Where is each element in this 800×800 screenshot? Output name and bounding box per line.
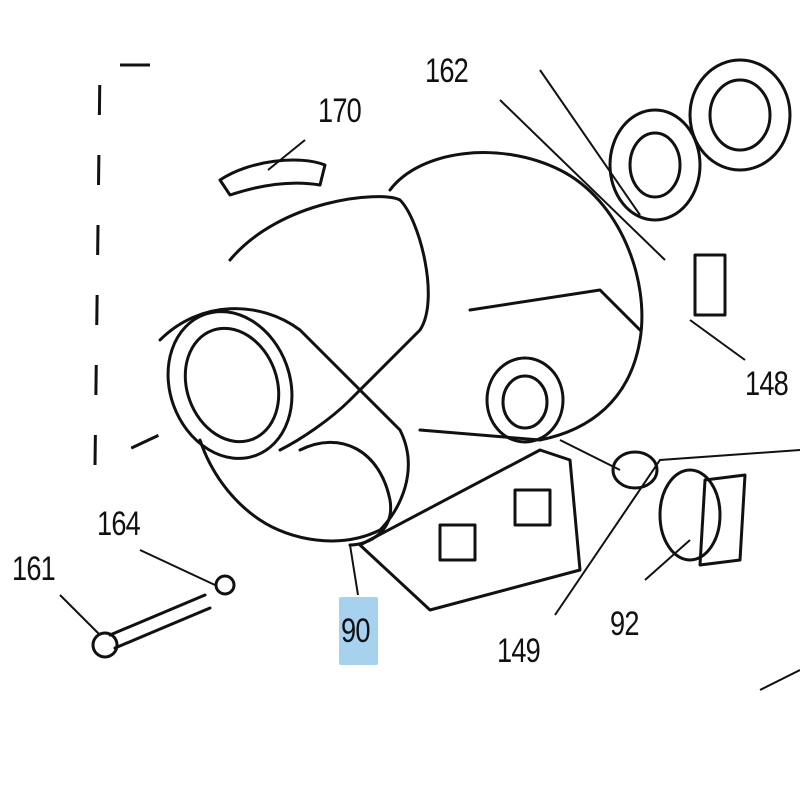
callout-90[interactable]: 90	[341, 612, 370, 650]
part-161-screw[interactable]	[91, 593, 212, 659]
seal-ring-inner	[628, 131, 682, 199]
housing-part-90[interactable]	[148, 151, 644, 612]
callout-92[interactable]: 92	[610, 605, 639, 643]
callout-149[interactable]: 149	[497, 632, 541, 670]
callout-162[interactable]: 162	[425, 52, 469, 90]
selected-part-highlight	[339, 597, 378, 665]
seal-ring[interactable]	[608, 108, 702, 222]
bearing-ring-inner	[708, 78, 772, 152]
callout-148[interactable]: 148	[745, 365, 789, 403]
part-170-shape[interactable]	[218, 158, 327, 197]
callout-164[interactable]: 164	[97, 505, 141, 543]
callout-161[interactable]: 161	[12, 550, 56, 588]
bearing-ring[interactable]	[688, 58, 792, 172]
part-92-knob[interactable]	[658, 468, 747, 567]
part-149-oring[interactable]	[611, 450, 659, 490]
callout-170[interactable]: 170	[318, 92, 362, 130]
part-148-shape[interactable]	[693, 253, 727, 317]
leader-lines	[59, 69, 800, 691]
part-164-washer[interactable]	[214, 574, 236, 596]
assembly-bracket	[93, 63, 171, 468]
